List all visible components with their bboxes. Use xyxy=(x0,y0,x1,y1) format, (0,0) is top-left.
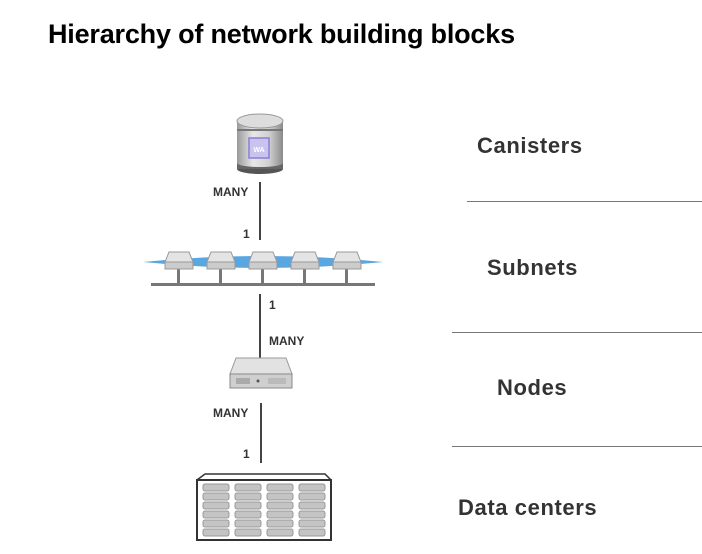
rack-server xyxy=(234,501,262,510)
level-label-canisters: Canisters xyxy=(477,133,583,158)
subnet-node xyxy=(290,251,320,284)
rack-server xyxy=(234,510,262,519)
rack-server xyxy=(234,492,262,501)
data-center-icon xyxy=(196,473,332,541)
canister-badge-text: WA xyxy=(253,147,264,154)
rack-server xyxy=(266,510,294,519)
connector-line xyxy=(260,403,262,463)
level-label-data-centers: Data centers xyxy=(458,495,598,520)
rack-server xyxy=(298,510,326,519)
server-node-icon xyxy=(229,357,293,389)
rack-server xyxy=(202,483,230,492)
relation-label-one: 1 xyxy=(243,447,250,461)
divider xyxy=(452,446,702,447)
level-label-nodes: Nodes xyxy=(497,375,568,400)
rack-server xyxy=(298,501,326,510)
rack-server xyxy=(298,519,326,528)
rack-server xyxy=(234,483,262,492)
connector-line xyxy=(259,294,261,358)
subnet-node xyxy=(206,251,236,284)
rack-server xyxy=(266,492,294,501)
rack-server xyxy=(234,519,262,528)
subnet-node xyxy=(248,251,278,284)
rack-server xyxy=(202,519,230,528)
rack-server xyxy=(202,510,230,519)
relation-label-many: MANY xyxy=(213,406,249,420)
rack-server xyxy=(202,528,230,537)
subnet-icon xyxy=(143,251,383,286)
subnet-node xyxy=(164,251,194,284)
canister-icon: WA xyxy=(236,113,284,174)
relation-label-many: MANY xyxy=(269,334,305,348)
subnet-node xyxy=(332,251,362,284)
divider xyxy=(467,201,702,202)
rack-server xyxy=(298,483,326,492)
relation-label-one: 1 xyxy=(243,227,250,241)
rack-server xyxy=(266,501,294,510)
rack-server xyxy=(266,483,294,492)
rack-server xyxy=(298,528,326,537)
rack-server xyxy=(266,519,294,528)
divider xyxy=(452,332,702,333)
rack-server xyxy=(202,501,230,510)
rack-server xyxy=(234,528,262,537)
relation-label-one: 1 xyxy=(269,298,276,312)
rack-server xyxy=(266,528,294,537)
page-title: Hierarchy of network building blocks xyxy=(48,19,515,49)
connector-line xyxy=(259,182,261,240)
level-label-subnets: Subnets xyxy=(487,255,578,280)
rack-server xyxy=(298,492,326,501)
relation-label-many: MANY xyxy=(213,185,249,199)
rack-server xyxy=(202,492,230,501)
